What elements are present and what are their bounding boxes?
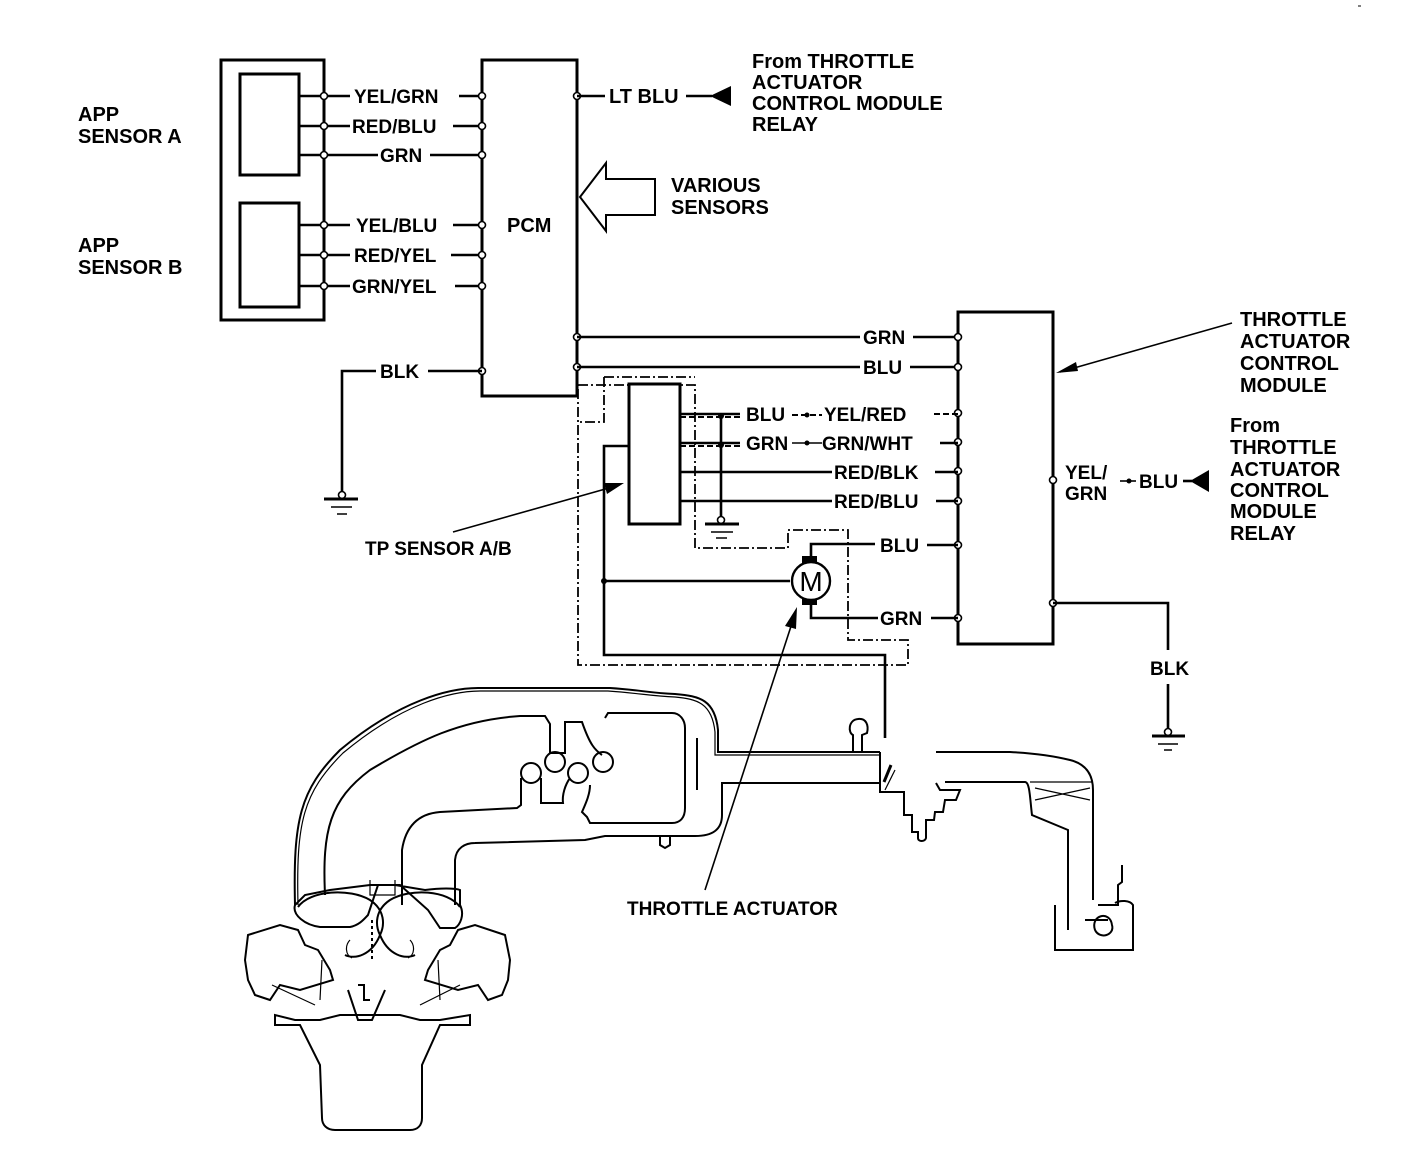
wire-label: YEL/GRN [354, 87, 438, 108]
ground-icon [324, 490, 358, 515]
app-sensor-a-label-2: SENSOR A [78, 126, 182, 148]
motor-brush-top [802, 556, 817, 564]
wire-label: BLU [1139, 472, 1178, 493]
various-sensors-label-1: VARIOUS [671, 175, 761, 197]
app-sensor-b-body [238, 201, 301, 309]
motor-blu-wire [809, 542, 958, 556]
relay-right-label-4: CONTROL [1230, 480, 1329, 502]
wire-label: YEL/ [1065, 463, 1108, 484]
relay-right-label-5: MODULE [1230, 501, 1317, 523]
relay-connector-arrow-icon [710, 86, 731, 106]
app-sensor-a-body [238, 72, 301, 177]
wire-label: GRN/YEL [352, 277, 437, 298]
tacm-terminals [953, 332, 1058, 623]
wire-label: BLU [863, 358, 902, 379]
wire-label: GRN/WHT [822, 434, 913, 455]
wire-label: RED/BLU [834, 492, 918, 513]
arrow-icon [604, 483, 624, 494]
motor-grn-wire [809, 605, 958, 620]
tp-sensor-label: TP SENSOR A/B [365, 539, 512, 560]
wire-label: BLK [380, 362, 419, 383]
ground-icon [1152, 727, 1185, 751]
wire-label: RED/BLK [834, 463, 919, 484]
app-wires [324, 94, 482, 288]
wire-label: GRN [1065, 484, 1107, 505]
relay-label-1: From THROTTLE [752, 51, 914, 73]
wire-label: GRN [880, 609, 922, 630]
wire-label: BLU [880, 536, 919, 557]
relay-right-label-2: THROTTLE [1230, 437, 1337, 459]
relay-connector-arrow-icon [1190, 470, 1209, 492]
arrow-icon [1056, 362, 1078, 373]
wire-label: YEL/RED [824, 405, 906, 426]
wire-label: RED/YEL [354, 246, 437, 267]
tacm-leader-line [1059, 322, 1233, 373]
tp-sensor-body [627, 382, 682, 526]
app-sensor-a-label-1: APP [78, 104, 119, 126]
throttle-body-outline [577, 384, 909, 666]
tacm-label-4: MODULE [1240, 375, 1327, 397]
app-sensor-b-label-1: APP [78, 235, 119, 257]
app-sensor-assembly [219, 58, 326, 322]
arrow-icon [785, 607, 797, 629]
wire-label: BLU [746, 405, 785, 426]
wire-label: BLK [1150, 659, 1189, 680]
wire-label: LT BLU [609, 86, 679, 108]
motor-icon [790, 560, 832, 602]
splice-dot [804, 412, 810, 418]
various-sensors-arrow-icon [578, 160, 656, 234]
wire-label: RED/BLU [352, 117, 436, 138]
wire-label: GRN [380, 146, 422, 167]
tacm-label-1: THROTTLE [1240, 309, 1347, 331]
relay-right-label-3: ACTUATOR [1230, 459, 1341, 481]
wire-label: YEL/BLU [356, 216, 437, 237]
tacm-box [956, 310, 1055, 646]
tacm-ground-wire [1053, 601, 1170, 732]
ground-icon [705, 515, 739, 539]
relay-right-label-1: From [1230, 415, 1280, 437]
pcm-label: PCM [507, 215, 551, 237]
engine-illustration [243, 880, 512, 1131]
relay-label-3: CONTROL MODULE [752, 93, 943, 115]
splice-dot [718, 442, 724, 448]
throttle-body-outline-step [578, 377, 605, 423]
relay-right-label-6: RELAY [1230, 523, 1297, 545]
splice-dot [718, 413, 724, 419]
tacm-label-3: CONTROL [1240, 353, 1339, 375]
throttle-body-wire [602, 444, 887, 738]
splice-dot [804, 440, 810, 446]
wire-label: GRN [863, 328, 905, 349]
app-sensor-b-label-2: SENSOR B [78, 257, 182, 279]
tacm-label-2: ACTUATOR [1240, 331, 1351, 353]
pcm-box [480, 58, 579, 398]
relay-label-2: ACTUATOR [752, 72, 863, 94]
various-sensors-label-2: SENSORS [671, 197, 769, 219]
relay-label-4: RELAY [752, 114, 819, 136]
throttle-actuator-motor: M [790, 556, 832, 605]
wire-label: GRN [746, 434, 788, 455]
tp-leader-line [452, 485, 617, 533]
throttle-actuator-label: THROTTLE ACTUATOR [627, 899, 838, 920]
intake-manifold-illustration [293, 687, 1134, 951]
splice-dot [601, 578, 607, 584]
splice-dot [1126, 478, 1132, 484]
motor-symbol: M [799, 566, 822, 597]
pcm-ground-wire [340, 369, 482, 495]
